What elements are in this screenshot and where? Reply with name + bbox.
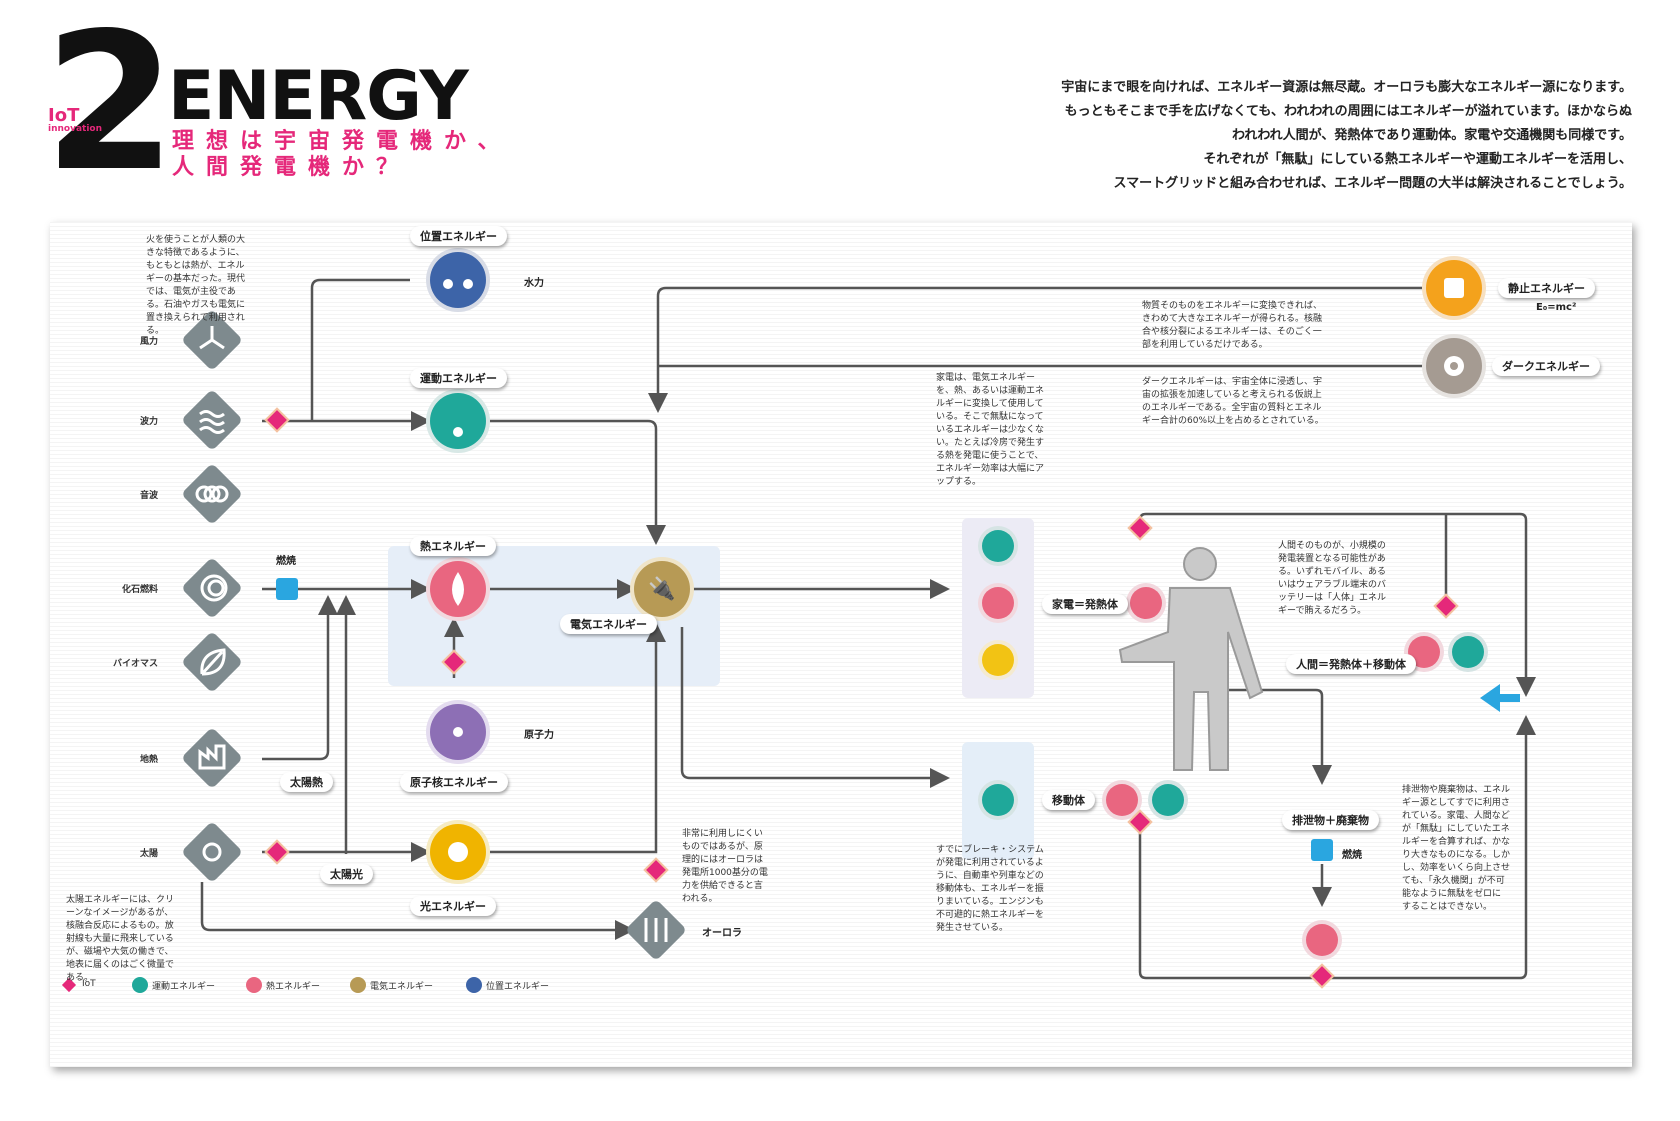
geothermal-factory-icon xyxy=(183,729,241,787)
label-emc2: E₀=mc² xyxy=(1536,302,1577,313)
human-figure-icon xyxy=(1118,547,1264,771)
label-aurora: オーロラ xyxy=(702,928,742,939)
page-title: ENERGY xyxy=(168,57,469,136)
legend-kinetic: 運動エネルギー xyxy=(152,982,216,992)
diagram-canvas: 🔌 xyxy=(61,248,1536,993)
sun-icon xyxy=(183,823,241,881)
source-label-wave: 波力 xyxy=(139,417,158,427)
intro-line: 宇宙にまで眼を向ければ、エネルギー資源は無尽蔵。オーロラも膨大なエネルギー源にな… xyxy=(1061,80,1632,95)
intro-line: もっともそこまで手を広げなくても、われわれの周囲にはエネルギーが溢れています。ほ… xyxy=(1064,104,1632,119)
fossil-fuel-icon xyxy=(183,559,241,617)
subtitle-line-2: 人間発電機か？ xyxy=(172,155,411,180)
return-arrow-icon xyxy=(1480,684,1520,712)
source-label-sun: 太陽 xyxy=(139,849,158,859)
note-aurora: 非常に利用しにくいものではあるが、原理的にはオーロラは発電所1000基分の電力を… xyxy=(682,829,768,904)
note-appliance: 家電は、電気エネルギーを、熱、あるいは運動エネルギーに変換して使用している。そこ… xyxy=(936,373,1045,487)
note-human: 人間そのものが、小規模の発電装置となる可能性がある。いずれモバイル、あるいはウェ… xyxy=(1278,541,1387,616)
intro-line: われわれ人間が、発熱体であり運動体。家電や交通機関も同様です。 xyxy=(1231,128,1632,143)
intro-text: 宇宙にまで眼を向ければ、エネルギー資源は無尽蔵。オーロラも膨大なエネルギー源にな… xyxy=(972,76,1632,196)
label-position-energy: 位置エネルギー xyxy=(410,226,507,246)
source-label-biomass: バイオマス xyxy=(112,659,158,669)
device-dots xyxy=(978,526,1488,960)
note-solar: 太陽エネルギーには、クリーンなイメージがあるが、核融合反応によるもの。放射線も大… xyxy=(66,895,175,983)
note-matter: 物質そのものをエネルギーに変換できれば、きわめて大きなエネルギーが得られる。核融… xyxy=(1142,301,1323,350)
wave-icon xyxy=(183,391,241,449)
label-human: 人間＝発熱体＋移動体 xyxy=(1286,654,1416,674)
label-mover: 移動体 xyxy=(1042,790,1095,810)
label-nuclear-power: 原子力 xyxy=(524,730,554,741)
label-light-energy: 光エネルギー xyxy=(410,896,496,916)
kinetic-energy-node xyxy=(430,393,486,449)
legend-position: 位置エネルギー xyxy=(486,982,550,992)
label-combustion: 燃焼 xyxy=(276,556,296,567)
subtitle-line-1: 理想は宇宙発電機か、 xyxy=(172,129,512,154)
source-icons xyxy=(183,311,685,959)
label-waste: 排泄物＋廃棄物 xyxy=(1282,810,1379,830)
source-label-geothermal: 地熱 xyxy=(139,755,158,765)
note-dark: ダークエネルギーは、宇宙全体に浸透し、宇宙の拡張を加速していると考えられる仮説上… xyxy=(1142,377,1324,426)
label-nuclear-energy: 原子核エネルギー xyxy=(400,772,508,792)
label-heat-energy: 熱エネルギー xyxy=(410,536,496,556)
label-hydro: 水力 xyxy=(524,278,544,289)
iot-markers xyxy=(264,407,1459,989)
legend-heat: 熱エネルギー xyxy=(266,982,321,992)
source-label-wind: 風力 xyxy=(139,337,158,347)
label-kinetic-energy: 運動エネルギー xyxy=(410,368,507,388)
svg-text:🔌: 🔌 xyxy=(648,576,675,602)
source-label-fossil: 化石燃料 xyxy=(121,585,158,595)
electric-energy-node xyxy=(634,561,690,617)
label-combustion-2: 燃焼 xyxy=(1342,850,1362,861)
energy-diagram-panel: 🔌 xyxy=(50,222,1632,1067)
legend-markers xyxy=(61,977,482,993)
legend-iot: IoT xyxy=(82,979,96,989)
combustion-markers xyxy=(276,578,1333,861)
iot-innovation-logo: IoT innovation xyxy=(48,105,102,135)
label-dark-energy: ダークエネルギー xyxy=(1492,356,1600,376)
label-appliance-heat: 家電＝発熱体 xyxy=(1042,594,1128,614)
label-static-energy: 静止エネルギー xyxy=(1498,278,1595,298)
label-electric-energy: 電気エネルギー xyxy=(560,614,657,634)
label-solar-light: 太陽光 xyxy=(320,864,373,884)
intro-line: それぞれが「無駄」にしている熱エネルギーや運動エネルギーを活用し、 xyxy=(1203,152,1632,167)
energy-nodes: 🔌 xyxy=(426,248,1486,884)
legend-electric: 電気エネルギー xyxy=(370,982,434,992)
logo-main: IoT xyxy=(48,105,80,126)
position-energy-node xyxy=(430,252,486,308)
connectors xyxy=(200,278,1536,980)
note-brake: すでにブレーキ・システムが発電に利用されているように、自動車や列車などの移動体も… xyxy=(936,845,1045,933)
note-fire: 火を使うことが人類の大きな特徴であるように、もともとは熱が、エネルギーの基本だっ… xyxy=(146,235,246,336)
intro-line: スマートグリッドと組み合わせれば、エネルギー問題の大半は解決されることでしょう。 xyxy=(1113,176,1632,191)
section-number: 2 xyxy=(44,0,176,213)
note-waste: 排泄物や廃棄物は、エネルギー源としてすでに利用されている。家電、人間などが「無駄… xyxy=(1402,785,1511,912)
source-label-sound: 音波 xyxy=(139,491,158,501)
label-solar-heat: 太陽熱 xyxy=(280,772,333,792)
logo-sub: innovation xyxy=(48,124,102,134)
